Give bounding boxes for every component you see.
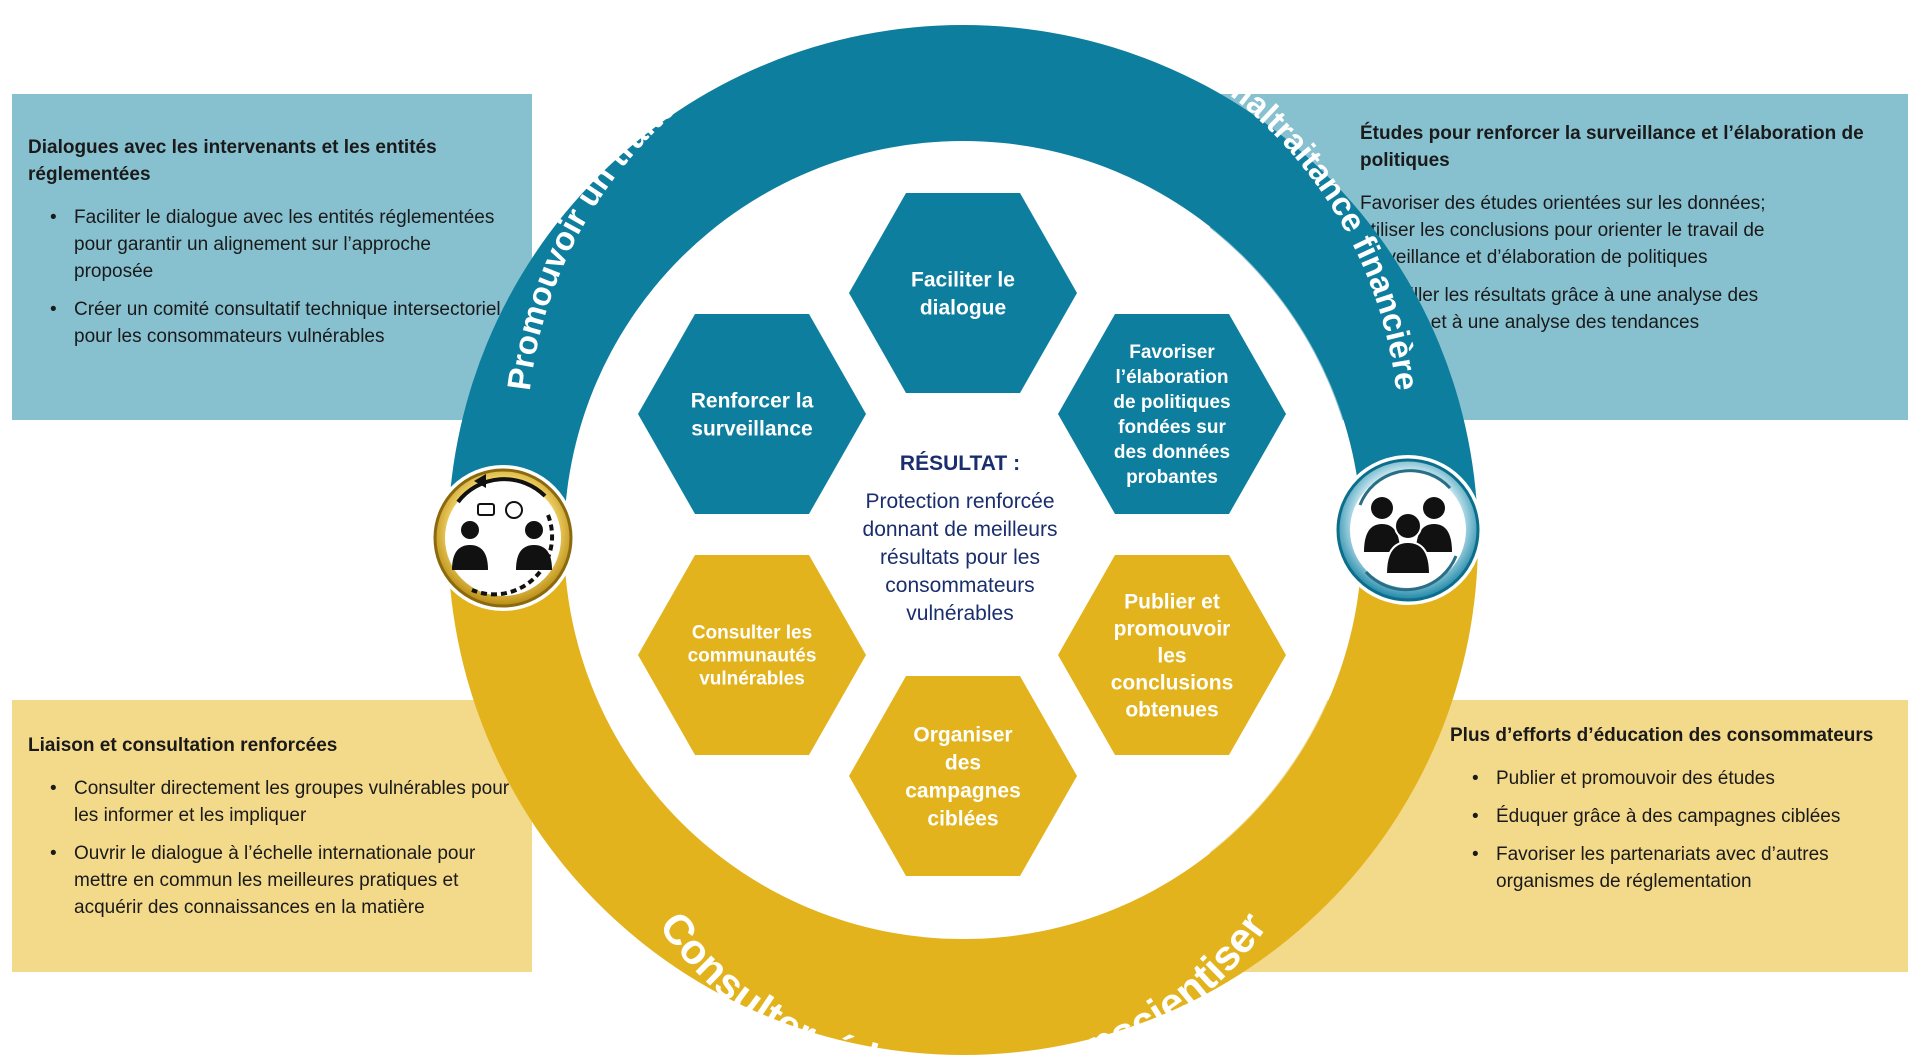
list-item: •Surveiller les résultats grâce à une an… xyxy=(1336,285,1759,333)
hexagon-shape xyxy=(638,555,866,755)
hexagon-label: fondées sur xyxy=(1118,417,1226,438)
panel-list: •Faciliter le dialogue avec les entités … xyxy=(28,204,532,350)
hexagon-top: Faciliter le dialogue xyxy=(849,193,1077,393)
hexagon-label: probantes xyxy=(1126,467,1218,488)
panel-top-left: Dialogues avec les intervenants et les e… xyxy=(12,94,532,420)
hexagon-label: les xyxy=(1157,644,1186,667)
hexagon-label: Renforcer la xyxy=(691,389,814,412)
result-heading: RÉSULTAT : xyxy=(900,452,1020,475)
hexagon-label: Publier et xyxy=(1124,590,1220,613)
list-item: •Créer un comité consultatif technique i… xyxy=(50,299,501,347)
group-people-icon xyxy=(1333,455,1483,605)
result-line: Protection renforcée xyxy=(865,490,1054,513)
hexagon-label: obtenues xyxy=(1125,698,1218,721)
dialogue-people-icon xyxy=(430,465,576,611)
hexagon-upper-left: Renforcer la surveillance xyxy=(638,314,866,514)
hexagon-upper-right: Favoriser l’élaboration de politiques fondé… xyxy=(1058,314,1286,514)
list-item: •Consulter directement les groupes vulné… xyxy=(50,778,510,826)
panel-list: •Publier et promouvoir des études •Éduqu… xyxy=(1430,765,1900,895)
hexagon-lower-right: Publier et promouvoir les conclusions obtenu… xyxy=(1058,555,1286,755)
hexagon-label: vulnérables xyxy=(699,669,805,690)
hexagon-label: surveillance xyxy=(691,417,812,440)
list-item: •Favoriser les partenariats avec d’autre… xyxy=(1472,844,1829,892)
panel-title: Liaison et consultation renforcées xyxy=(28,735,338,756)
panel-list: •Consulter directement les groupes vulné… xyxy=(28,775,532,921)
hexagon-label: des xyxy=(945,751,981,774)
hexagon-bottom: Organiser des campagnes ciblées xyxy=(849,676,1077,876)
center-result: RÉSULTAT : Protection renforcée donnant … xyxy=(863,452,1058,625)
hexagon-label: Favoriser xyxy=(1129,342,1215,363)
hexagon-shape xyxy=(638,314,866,514)
hexagon-shape xyxy=(1058,555,1286,755)
hexagon-label: des données xyxy=(1114,442,1230,463)
list-item: •Publier et promouvoir des études xyxy=(1472,768,1775,789)
hexagon-label: ciblées xyxy=(927,807,998,830)
result-line: résultats pour les xyxy=(880,546,1040,569)
panel-title: Dialogues avec les intervenants et les e… xyxy=(28,137,437,185)
panel-list: •Favoriser des études orientées sur les … xyxy=(1264,190,1900,336)
hexagon-shape xyxy=(849,193,1077,393)
ring-top-half xyxy=(448,25,1478,540)
list-item: •Favoriser des études orientées sur les … xyxy=(1336,193,1766,268)
panel-title: Études pour renforcer la surveillance et… xyxy=(1360,123,1864,171)
hexagon-label: l’élaboration xyxy=(1116,367,1229,388)
hexagon-label: dialogue xyxy=(920,296,1006,319)
list-item: •Ouvrir le dialogue à l’échelle internat… xyxy=(50,843,476,918)
panel-title: Plus d’efforts d’éducation des consommat… xyxy=(1450,725,1874,746)
hexagon-label: communautés xyxy=(688,646,817,667)
hexagon-label: Consulter les xyxy=(692,623,812,644)
hexagon-label: conclusions xyxy=(1111,671,1234,694)
list-item: •Éduquer grâce à des campagnes ciblées xyxy=(1472,806,1841,827)
result-line: vulnérables xyxy=(906,602,1013,625)
hexagon-label: campagnes xyxy=(905,779,1021,802)
hexagon-shape xyxy=(1058,314,1286,514)
hexagon-label: promouvoir xyxy=(1114,617,1231,640)
list-item: •Faciliter le dialogue avec les entités … xyxy=(50,207,495,282)
result-line: donnant de meilleurs xyxy=(863,518,1058,541)
result-line: consommateurs xyxy=(885,574,1034,597)
hexagon-shape xyxy=(849,676,1077,876)
ring-bottom-half xyxy=(448,540,1478,1055)
hexagon-label: Faciliter le xyxy=(911,268,1015,291)
hexagon-label: Organiser xyxy=(913,723,1012,746)
hexagon-label: de politiques xyxy=(1113,392,1230,413)
panel-bottom-left: Liaison et consultation renforcées •Cons… xyxy=(12,700,532,972)
